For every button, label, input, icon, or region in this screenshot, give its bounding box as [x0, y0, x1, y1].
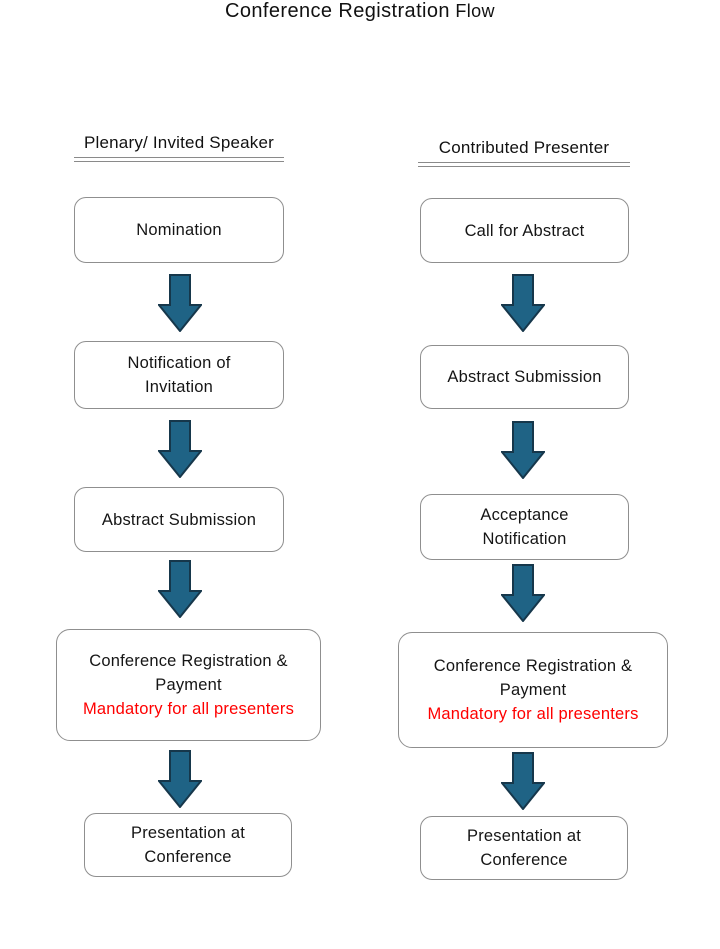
step-label: Abstract Submission — [447, 368, 602, 386]
flow-arrow — [501, 752, 545, 810]
column-header-plenary: Plenary/ Invited Speaker — [74, 131, 284, 162]
flow-arrow — [501, 421, 545, 479]
flow-step-call-for-abstract: Call for Abstract — [420, 198, 629, 263]
diagram-title-main: Conference Registration — [225, 0, 450, 22]
flow-arrow — [158, 560, 202, 618]
down-arrow-icon — [501, 564, 545, 622]
down-arrow-icon — [501, 421, 545, 479]
mandatory-note: Mandatory for all presenters — [427, 705, 639, 723]
flow-arrow — [158, 750, 202, 808]
flow-step-presentation: Presentation at Conference — [84, 813, 292, 877]
mandatory-note: Mandatory for all presenters — [82, 700, 295, 718]
header-underline — [418, 162, 630, 167]
down-arrow-icon — [501, 274, 545, 332]
flow-step-registration-payment: Conference Registration & Payment Mandat… — [398, 632, 668, 748]
step-label: Call for Abstract — [464, 221, 585, 240]
down-arrow-icon — [158, 420, 202, 478]
step-label: Conference Registration & Payment — [89, 652, 288, 694]
step-label: Acceptance Notification — [480, 506, 569, 548]
flow-step-registration-payment: Conference Registration & Payment Mandat… — [56, 629, 321, 741]
flow-step-presentation: Presentation at Conference — [420, 816, 628, 880]
flow-arrow — [501, 274, 545, 332]
step-label: Conference Registration & Payment — [433, 657, 633, 699]
down-arrow-icon — [501, 752, 545, 810]
diagram-title-suffix: Flow — [449, 1, 495, 21]
flow-arrow — [158, 420, 202, 478]
step-label: Abstract Submission — [101, 510, 257, 529]
flow-step-nomination: Nomination — [74, 197, 284, 263]
flow-step-abstract-submission: Abstract Submission — [420, 345, 629, 409]
down-arrow-icon — [158, 560, 202, 618]
column-header-label: Contributed Presenter — [438, 138, 610, 157]
flow-step-abstract-submission: Abstract Submission — [74, 487, 284, 552]
step-label: Nomination — [136, 221, 222, 239]
flow-step-notification-of-invitation: Notification of Invitation — [74, 341, 284, 409]
column-header-label: Plenary/ Invited Speaker — [83, 133, 274, 152]
flow-step-acceptance-notification: Acceptance Notification — [420, 494, 629, 560]
down-arrow-icon — [158, 274, 202, 332]
diagram-title: Conference Registration Flow — [0, 0, 720, 23]
flow-arrow — [501, 564, 545, 622]
step-label: Presentation at Conference — [131, 824, 245, 866]
step-label: Notification of Invitation — [127, 354, 231, 396]
step-label: Presentation at Conference — [467, 827, 581, 869]
header-underline — [74, 157, 284, 162]
column-header-contributed: Contributed Presenter — [418, 136, 630, 167]
flow-arrow — [158, 274, 202, 332]
down-arrow-icon — [158, 750, 202, 808]
